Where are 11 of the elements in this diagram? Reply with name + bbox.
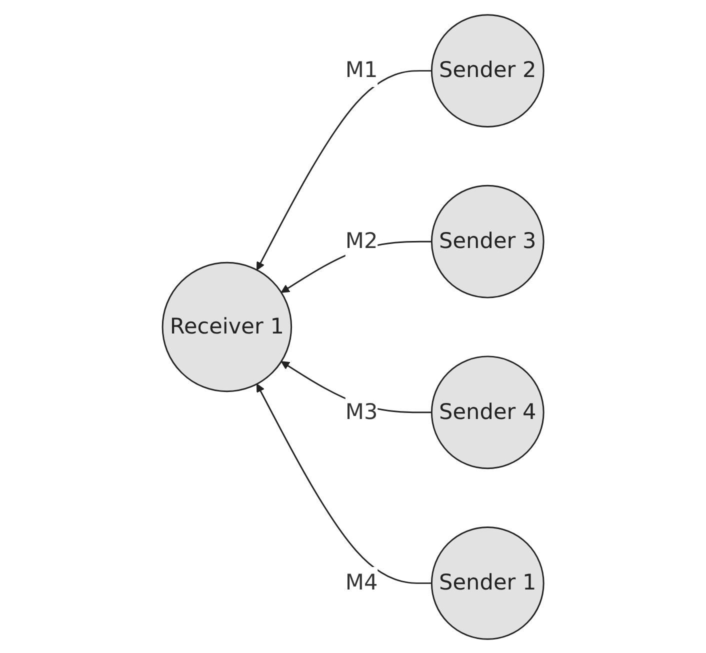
edge-label: M4	[345, 570, 378, 595]
edge-label: M1	[345, 58, 378, 83]
edge-label: M3	[345, 400, 378, 424]
node-circle: Sender 4	[430, 355, 544, 469]
node-circle: Sender 3	[430, 184, 544, 298]
node-circle: Receiver 1	[162, 261, 292, 392]
arrow	[256, 383, 432, 584]
node-circle: Sender 1	[430, 526, 544, 640]
node-circle: Sender 2	[430, 14, 544, 127]
arrow	[256, 70, 432, 270]
edge-label: M2	[345, 228, 378, 254]
